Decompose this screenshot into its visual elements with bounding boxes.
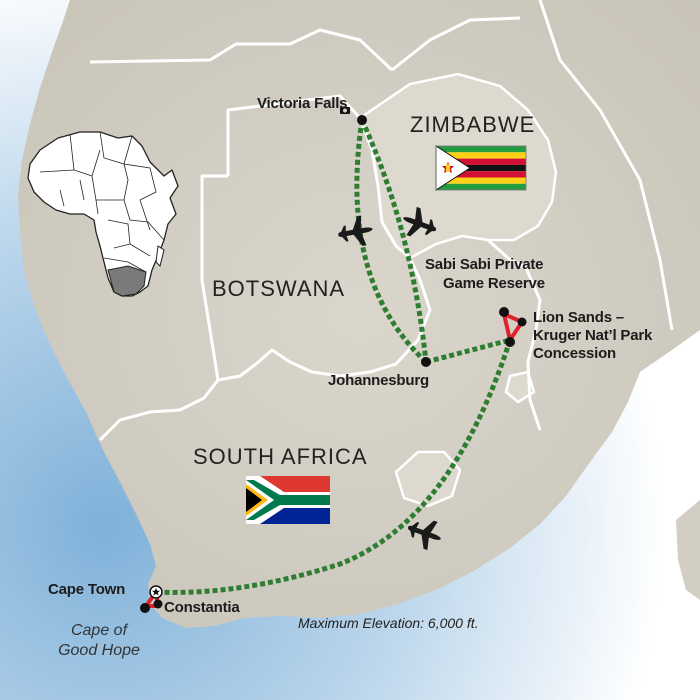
label-lion-sands-line1: Lion Sands – <box>533 309 624 326</box>
label-south-africa: SOUTH AFRICA <box>193 444 368 469</box>
elevation-note: Maximum Elevation: 6,000 ft. <box>298 615 479 631</box>
zimbabwe-flag-icon <box>435 145 527 191</box>
airplane-icon <box>338 215 373 246</box>
inset-highlight-region <box>107 265 147 297</box>
marker-constantia <box>140 603 150 613</box>
capetown-star-icon <box>149 585 163 599</box>
label-sabi-sabi-line1: Sabi Sabi Private <box>425 256 544 273</box>
country-borders <box>89 0 674 442</box>
markers <box>140 115 527 613</box>
route-vicfalls-joburg-east <box>359 118 429 363</box>
marker-lion-sands-north <box>517 317 527 327</box>
south-africa-flag-icon <box>246 476 330 524</box>
label-constantia: Constantia <box>164 599 240 616</box>
ground-routes <box>144 312 524 608</box>
label-botswana: BOTSWANA <box>212 276 346 301</box>
marker-lion-sands <box>505 337 515 347</box>
route-capetown-constantia-loop <box>144 590 160 608</box>
label-lion-sands-line3: Concession <box>533 345 617 362</box>
marker-constantia-2 <box>153 599 163 609</box>
label-lion-sands-line2: Kruger Nat’l Park <box>533 327 653 344</box>
marker-victoria-falls <box>357 115 367 125</box>
africa-inset-map <box>27 131 179 297</box>
airplane-icon <box>403 206 437 237</box>
route-joburg-lionsands <box>425 337 511 365</box>
madagascar-edge <box>676 500 700 600</box>
lesotho-region <box>394 450 462 508</box>
label-victoria-falls: Victoria Falls <box>257 95 348 112</box>
label-cape-line2: Good Hope <box>58 642 140 659</box>
label-sabi-sabi-line2: Game Reserve <box>443 275 545 292</box>
label-cape-of-good-hope: Cape of Good Hope <box>52 621 146 661</box>
camera-icon <box>340 107 350 114</box>
route-sabisabi-lionsands-loop <box>502 312 524 342</box>
label-cape-town: Cape Town <box>48 581 126 598</box>
marker-johannesburg <box>421 357 431 367</box>
airplane-icon <box>407 520 441 551</box>
marker-sabi-sabi <box>499 307 509 317</box>
flight-routes <box>155 118 513 595</box>
label-zimbabwe: ZIMBABWE <box>410 112 536 137</box>
swaziland-region <box>504 370 536 404</box>
label-johannesburg: Johannesburg <box>328 372 429 389</box>
label-cape-line1: Cape of <box>70 622 128 639</box>
route-lionsands-capetown <box>155 339 513 595</box>
